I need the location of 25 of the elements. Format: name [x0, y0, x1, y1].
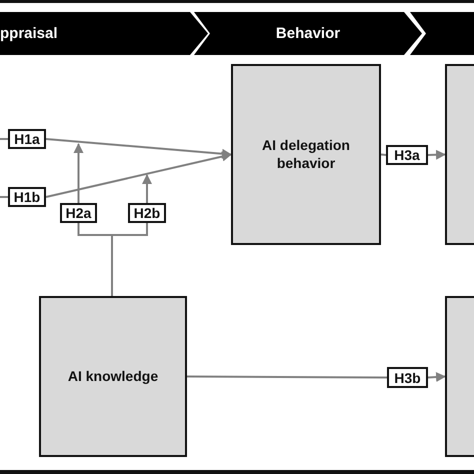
hypothesis-label: H2b [128, 203, 166, 223]
hypothesis-label: H3b [387, 367, 428, 388]
connector-line [111, 223, 148, 296]
connector-line [187, 376, 387, 378]
hypothesis-label: H1a [8, 129, 46, 149]
connector-line [380, 154, 386, 156]
arrow [46, 138, 232, 159]
arrow [142, 174, 152, 203]
chevron-band [410, 12, 474, 55]
hypothesis-label: H1b [8, 187, 46, 207]
construct-box [231, 64, 381, 245]
connector-line [0, 196, 8, 198]
construct-name: AI delegation behavior [261, 137, 351, 172]
construct-name: AI knowledge [66, 368, 160, 386]
connector-line [0, 138, 8, 140]
chevron-band [0, 12, 208, 55]
stage-title: Behavior [276, 25, 340, 42]
hypothesis-label: H2a [60, 203, 97, 223]
hypothesis-label: H3a [386, 145, 428, 165]
arrow [428, 372, 446, 382]
construct-box [39, 296, 187, 457]
arrow [74, 143, 84, 203]
arrow [46, 152, 232, 198]
arrow [428, 150, 446, 160]
stage-title: ppraisal [0, 25, 58, 42]
